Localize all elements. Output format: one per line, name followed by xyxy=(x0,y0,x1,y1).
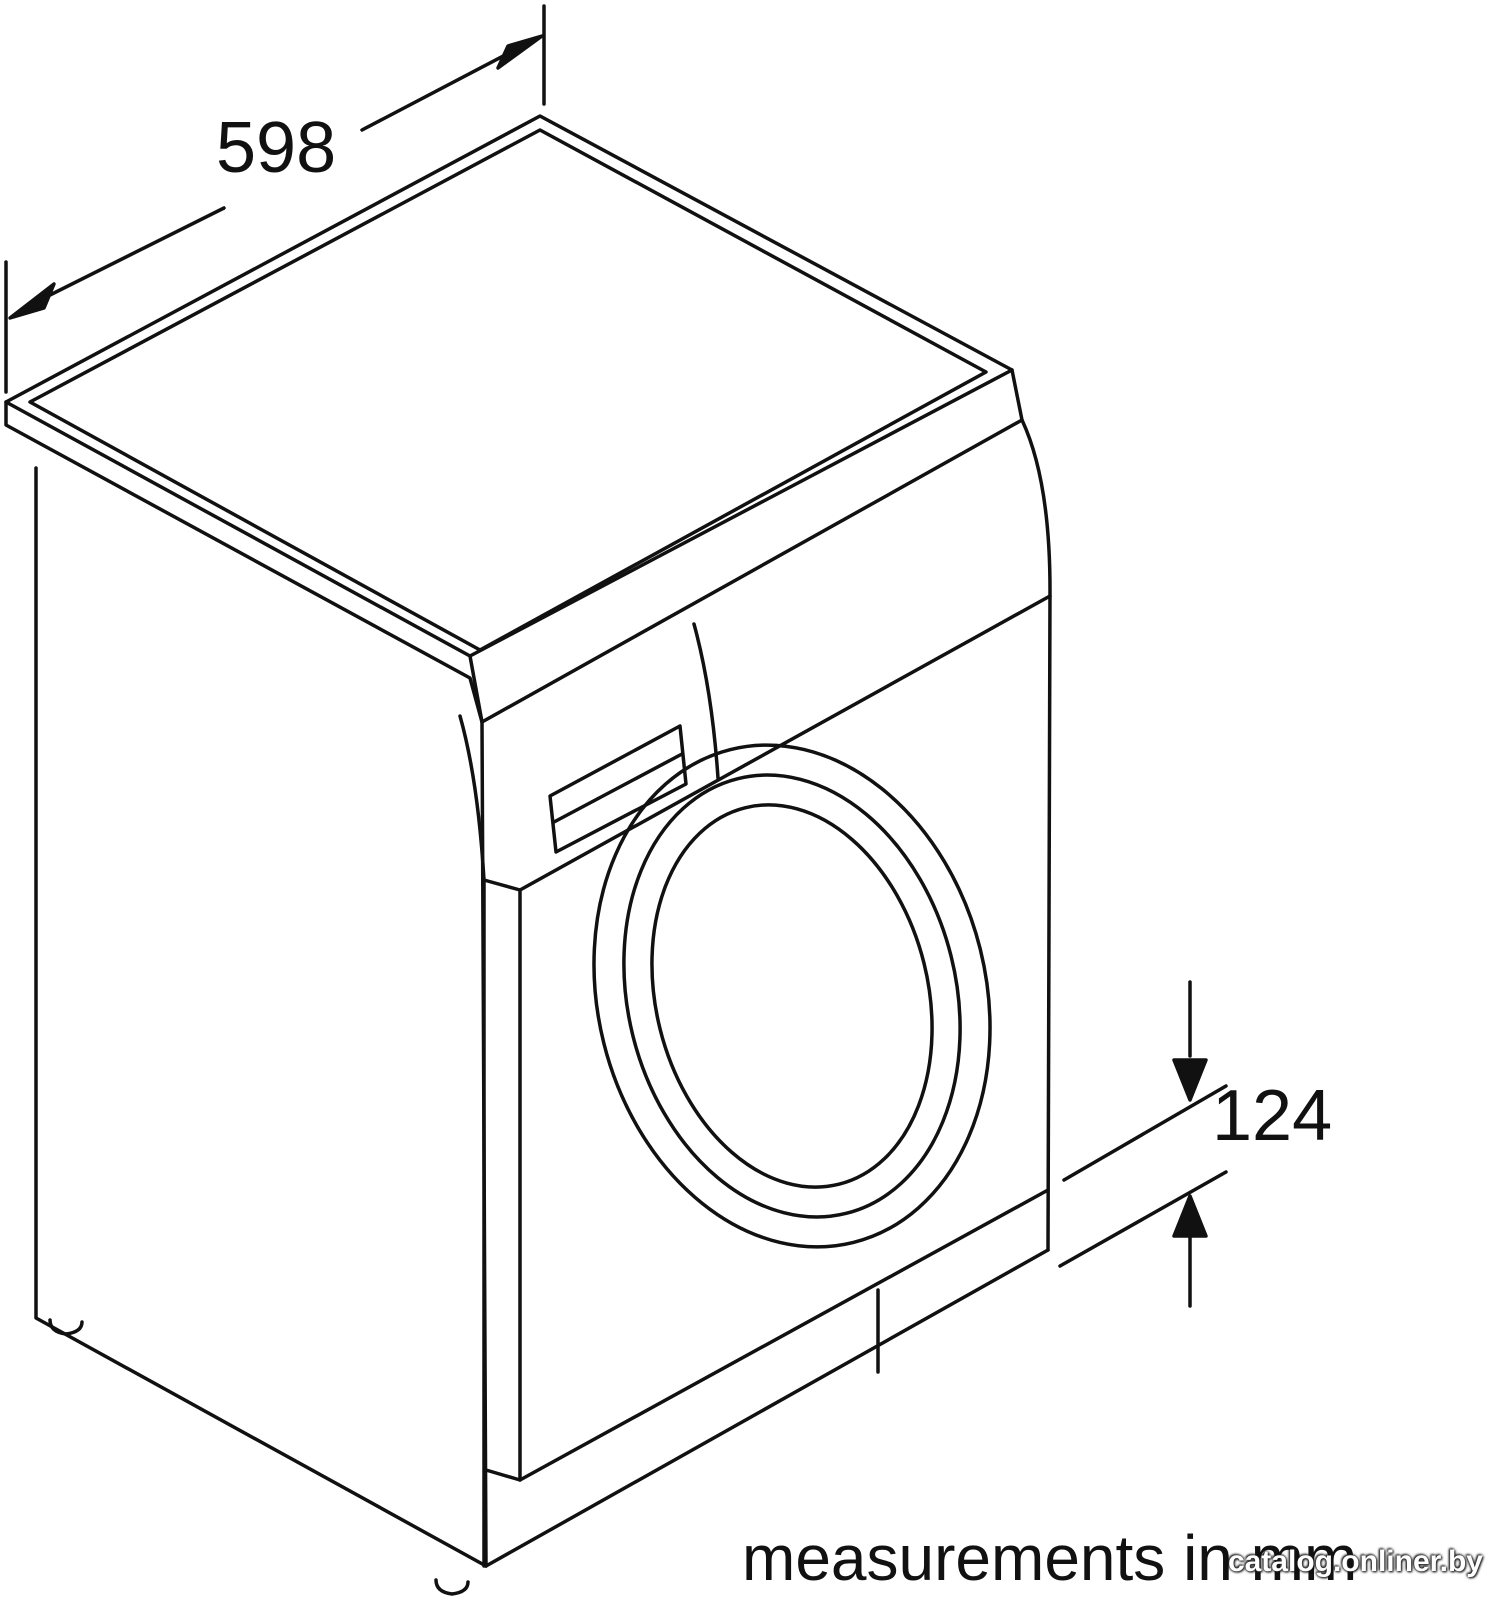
door-outer-ring xyxy=(592,743,992,1249)
lid-top-edge xyxy=(4,368,1014,658)
foot-height-dimension xyxy=(1058,980,1228,1308)
width-arrow-right xyxy=(496,34,544,70)
width-dimension-label: 598 xyxy=(216,108,337,188)
feet xyxy=(48,1318,470,1596)
front-right-edge xyxy=(1020,418,1052,1252)
foot-extension-upper xyxy=(1062,1084,1228,1182)
watermark: catalog.onliner.by xyxy=(1227,1545,1483,1578)
drawer-outline xyxy=(548,724,688,854)
width-dim-line-left xyxy=(22,206,226,310)
base-kick-lower xyxy=(484,1248,1050,1568)
front-corner-curve xyxy=(458,714,486,1568)
foot-arrow-down xyxy=(1172,1058,1208,1102)
control-panel xyxy=(548,622,720,854)
foot-front xyxy=(434,1578,470,1596)
cabinet xyxy=(34,418,1052,1568)
fascia-divider xyxy=(692,622,720,780)
door-middle-ring xyxy=(622,773,962,1219)
fascia-bottom-line xyxy=(518,594,1052,892)
width-dimension xyxy=(4,4,546,394)
units-note: measurements in mm xyxy=(742,1522,1358,1594)
base-kick xyxy=(518,1188,1050,1482)
lid-inner-panel xyxy=(28,128,988,652)
side-panel xyxy=(34,466,488,1568)
foot-left xyxy=(48,1318,84,1336)
lid-outline xyxy=(4,114,1024,724)
foot-extension-lower xyxy=(1058,1170,1228,1268)
drawer-line xyxy=(552,752,684,824)
width-arrow-left xyxy=(8,282,56,320)
top-lid xyxy=(4,114,1024,724)
front-corner-inner xyxy=(482,878,522,1482)
lid-front-edge xyxy=(468,654,484,724)
door xyxy=(592,743,992,1249)
foot-arrow-up xyxy=(1172,1194,1208,1238)
door-glass xyxy=(650,803,934,1189)
foot-height-dimension-label: 124 xyxy=(1212,1076,1333,1156)
